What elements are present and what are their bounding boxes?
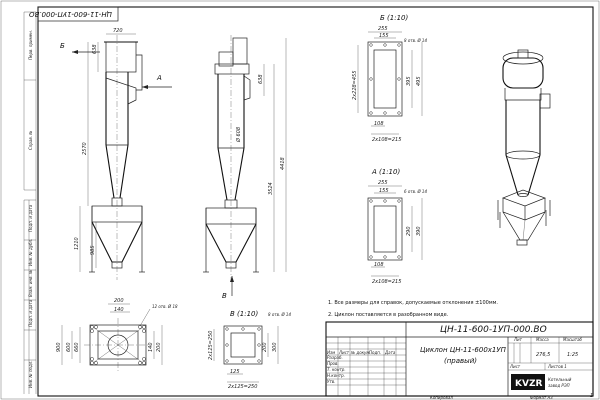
side-label-inv-podl: Инв. № подл. — [28, 360, 33, 388]
dim-side-3524: 3524 — [268, 182, 274, 195]
tb-role-2: Т. контр. — [327, 367, 346, 372]
dim-front-1210: 1210 — [74, 237, 80, 250]
dim-V-2x125: 2х125=250 — [208, 331, 214, 360]
dim-A-155: 155 — [379, 188, 389, 194]
dim-B-155: 155 — [379, 33, 389, 39]
tb-col-mass: Масса — [536, 337, 549, 342]
company-logo-text: KVZR — [515, 379, 542, 389]
side-label-perv: Перв. примен. — [28, 30, 33, 60]
dim-base-660: 660 — [74, 342, 80, 352]
rotated-designation-box: ЦН-11-600-1УП-000.ВО — [29, 6, 119, 22]
format-caption: Формат А3 — [530, 395, 553, 400]
side-label-vzam: Взам. инв. № — [28, 270, 33, 297]
dim-front-638: 638 — [92, 44, 98, 54]
dim-base-200: 200 — [114, 298, 124, 304]
arrow-label-A: А — [156, 74, 162, 82]
tb-row-izm: Изм — [327, 350, 335, 355]
dim-A-290: 290 — [406, 226, 412, 236]
company-logo — [511, 374, 545, 390]
tb-mass: 276,5 — [536, 352, 550, 358]
tb-role-1: Пров. — [327, 361, 339, 366]
tb-col-scale: Масштаб — [563, 337, 583, 342]
note-1: 1. Все размеры для справок, допускаемые … — [328, 300, 498, 306]
dim-base-600: 600 — [66, 342, 72, 352]
dim-side-dia: Ø 608 — [235, 127, 242, 143]
view-V: В (1:10) 8 отв. Ø 14 2х125=250 200 300 1… — [208, 310, 291, 390]
tb-col-lit: Лит — [513, 337, 523, 342]
tb-name-line1: Циклон ЦН-11-600х1УП — [420, 346, 507, 354]
dim-V-holes: 8 отв. Ø 14 — [268, 312, 291, 317]
tb-designation: ЦН-11-600-1УП-000.ВО — [440, 325, 547, 335]
rotated-designation: ЦН-11-600-1УП-000.ВО — [29, 10, 112, 18]
dim-A-390: 390 — [416, 226, 422, 236]
tb-row-list: Лист — [338, 350, 350, 355]
side-label-podp2: Подп. и дата — [28, 299, 33, 327]
sheet-number: 1 — [590, 393, 593, 399]
dim-B-2x228: 2х228=455 — [352, 71, 358, 100]
view-A: А (1:10) 255 155 6 отв. Ø 14 290 390 108… — [367, 168, 427, 285]
dim-side-4418: 4418 — [280, 157, 286, 170]
tb-sheet: Лист — [509, 364, 521, 369]
tb-role-3: Н.контр. — [327, 373, 345, 378]
front-view: 720 638 2570 1210 985 Б А — [60, 28, 172, 280]
dim-B-255: 255 — [378, 26, 388, 32]
dim-base-900: 900 — [56, 342, 62, 352]
dim-A-255: 255 — [378, 180, 388, 186]
tb-sheets: Листов 1 — [547, 364, 567, 369]
view-B: Б (1:10) 255 155 8 отв. Ø 14 395 495 2х2… — [352, 14, 427, 143]
title-block: Изм Лист № докум. Подп. Дата Разраб. Про… — [325, 321, 594, 397]
dim-B-2x108: 2х108=215 — [372, 137, 401, 143]
dim-base-holes: 12 отв. Ø 18 — [152, 304, 178, 309]
inner-frame — [37, 6, 594, 397]
dim-side-638: 638 — [258, 74, 264, 84]
tb-name-line2: (правый) — [444, 357, 477, 365]
isometric-view — [497, 49, 551, 246]
dim-base-140: 140 — [114, 307, 124, 313]
dim-V-2x125w: 2х125=250 — [228, 384, 257, 390]
dim-B-holes: 8 отв. Ø 14 — [404, 38, 427, 43]
dim-B-495: 495 — [416, 76, 422, 86]
dim-B-108: 108 — [374, 121, 384, 127]
side-label-podp1: Подп. и дата — [28, 204, 33, 232]
dim-base-200h: 200 — [156, 342, 162, 352]
side-view: Ø 608 638 3524 4418 В — [203, 35, 287, 300]
view-A-title: А (1:10) — [371, 168, 400, 176]
dim-V-300: 300 — [272, 342, 278, 352]
tb-role-4: Утв. — [327, 379, 335, 384]
view-B-title: Б (1:10) — [380, 14, 408, 22]
dim-V-200: 200 — [262, 342, 268, 352]
tb-scale: 1:25 — [567, 352, 578, 358]
company-line2: завод РЭП — [548, 383, 570, 388]
dim-base-140b: 140 — [148, 342, 154, 352]
left-side-strip: Перв. примен. Справ. № Подп. и дата Инв.… — [23, 11, 36, 394]
company-line1: Котельный — [548, 377, 572, 382]
dim-A-holes: 6 отв. Ø 14 — [404, 189, 427, 194]
dim-B-395: 395 — [406, 76, 412, 86]
note-2: 2. Циклон поставляется в разобранном вид… — [328, 312, 449, 318]
dim-A-2x108: 2х108=215 — [372, 279, 401, 285]
view-V-title: В (1:10) — [230, 310, 258, 318]
notes: 1. Все размеры для справок, допускаемые … — [328, 300, 498, 318]
dim-A-108: 108 — [374, 262, 384, 268]
arrow-label-B: Б — [60, 42, 65, 50]
dim-V-125: 125 — [230, 369, 240, 375]
tb-row-docnum: № докум. — [350, 350, 371, 355]
arrow-label-V: В — [222, 292, 227, 300]
dim-front-720: 720 — [113, 28, 123, 34]
copied-caption: Копировал — [430, 395, 453, 400]
base-plan-view: 200 140 12 отв. Ø 18 900 600 660 140 200 — [56, 298, 178, 372]
tb-row-date: Дата — [384, 350, 396, 355]
side-label-inv-dubl: Инв. № дубл. — [28, 239, 33, 266]
side-label-sprav: Справ. № — [28, 131, 33, 150]
tb-row-sign: Подп. — [369, 350, 381, 355]
tb-role-0: Разраб. — [327, 355, 343, 360]
dim-front-985: 985 — [90, 245, 96, 255]
dim-front-2570: 2570 — [82, 142, 88, 155]
